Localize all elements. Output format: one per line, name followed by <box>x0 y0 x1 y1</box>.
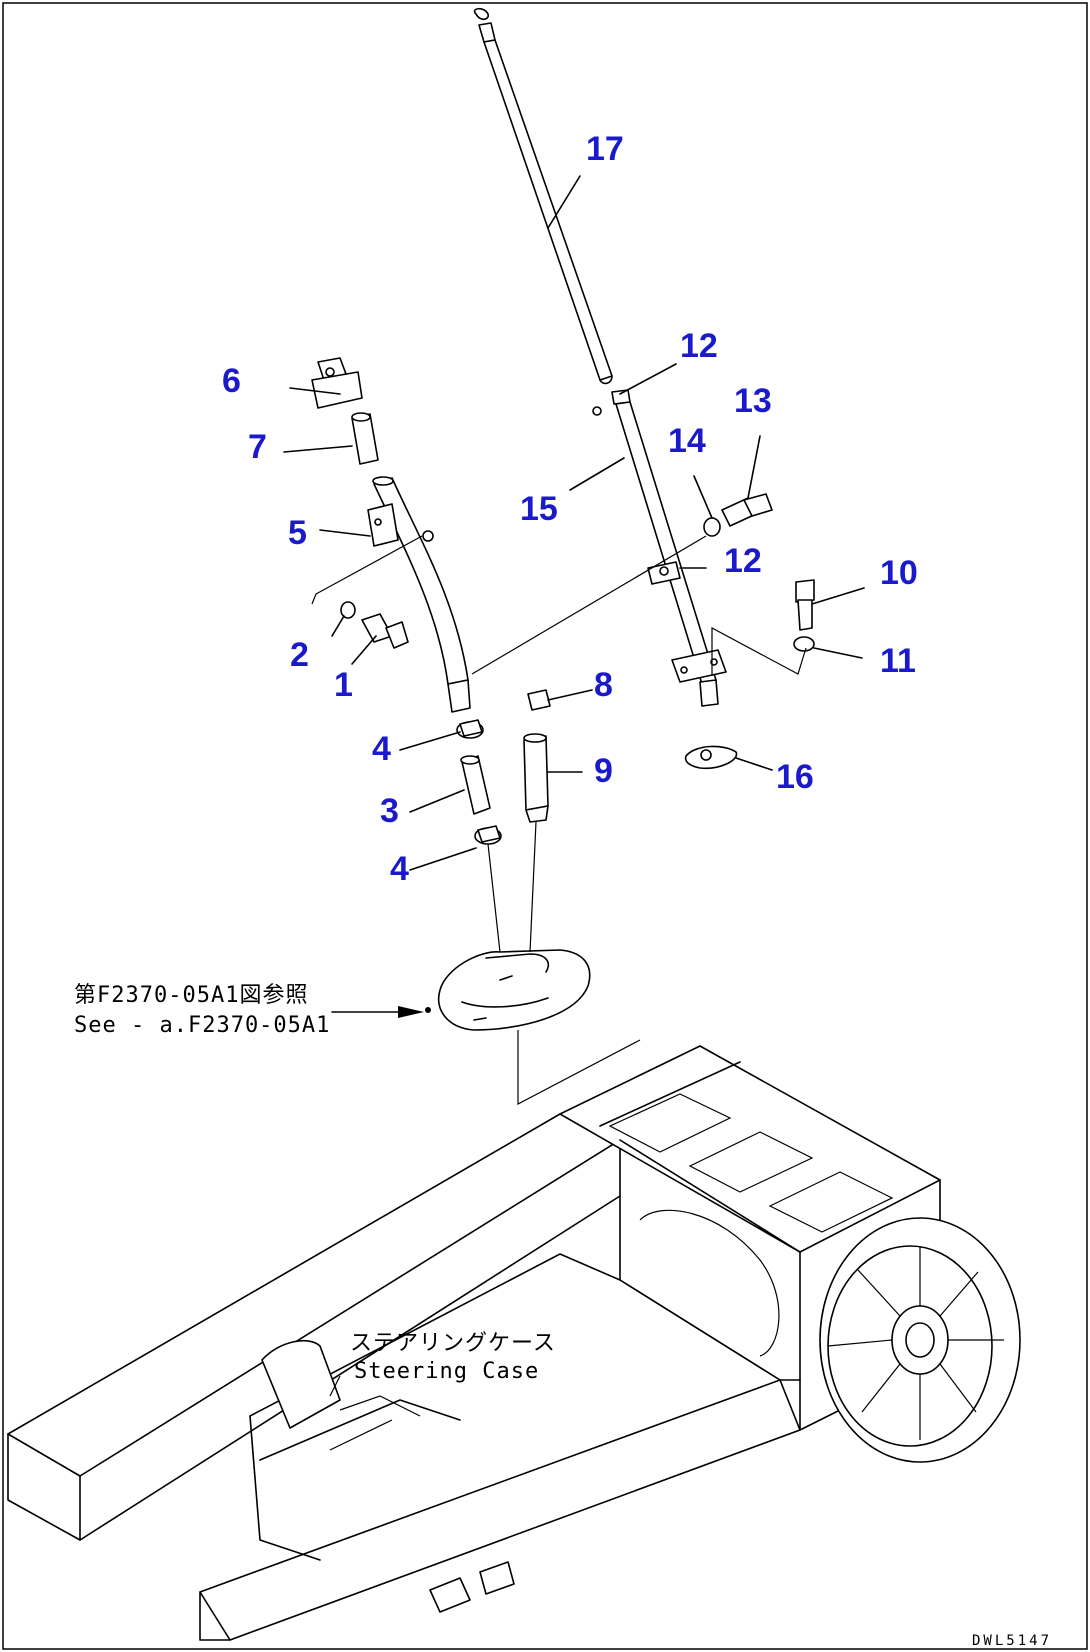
steering-case-housing <box>437 949 591 1031</box>
part-7-tube <box>351 412 379 465</box>
part-6-cap <box>311 357 363 409</box>
part-4-clamp-upper <box>456 719 484 739</box>
callout-4-upper: 4 <box>372 730 391 768</box>
part-5-filler-pipe <box>367 476 471 713</box>
reference-note-japanese: 第F2370-05A1図参照 <box>74 983 308 1008</box>
callout-12-mid: 12 <box>724 542 762 580</box>
callout-3: 3 <box>380 792 399 830</box>
frame-chassis <box>7 1045 1021 1641</box>
callout-13: 13 <box>734 382 772 420</box>
part-2-washer <box>340 601 356 619</box>
steering-case-label-english: Steering Case <box>354 1359 539 1384</box>
part-9-sleeve <box>523 733 549 823</box>
part-15-guide-pipe <box>592 389 727 707</box>
part-16-gasket <box>684 745 738 770</box>
part-13-bolt <box>721 493 773 527</box>
part-17-gauge-rod <box>473 7 613 385</box>
callout-5: 5 <box>288 514 307 552</box>
callout-16: 16 <box>776 758 814 796</box>
reference-note-english: See - a.F2370-05A1 <box>74 1013 330 1038</box>
callout-6: 6 <box>222 362 241 400</box>
callout-12-top: 12 <box>680 327 718 365</box>
callout-2: 2 <box>290 636 309 674</box>
steering-case-label-japanese: ステアリングケース <box>350 1331 556 1356</box>
callout-15: 15 <box>520 490 558 528</box>
callout-9: 9 <box>594 752 613 790</box>
callout-8: 8 <box>594 666 613 704</box>
callout-7: 7 <box>248 428 267 466</box>
callout-10: 10 <box>880 554 918 592</box>
part-11-washer <box>793 636 815 652</box>
callout-14: 14 <box>668 422 706 460</box>
drawing-code: DWL5147 <box>972 1633 1052 1649</box>
part-8-plug <box>527 689 551 711</box>
callout-11: 11 <box>880 642 916 680</box>
callout-1: 1 <box>334 666 353 704</box>
callout-4-lower: 4 <box>390 850 409 888</box>
part-4-clamp-lower <box>474 825 502 845</box>
steering-case-label: ステアリングケース Steering Case <box>329 1331 556 1397</box>
callout-labels: 17 12 6 13 7 14 15 5 12 10 2 11 1 8 4 9 … <box>222 130 918 888</box>
part-3-hose <box>460 755 491 815</box>
part-10-bolt <box>795 579 815 631</box>
callout-17: 17 <box>586 130 624 168</box>
part-14-washer <box>703 517 721 537</box>
leader-lines <box>283 175 865 1105</box>
part-1-bolt <box>361 613 409 649</box>
reference-note: 第F2370-05A1図参照 See - a.F2370-05A1 <box>74 983 330 1038</box>
